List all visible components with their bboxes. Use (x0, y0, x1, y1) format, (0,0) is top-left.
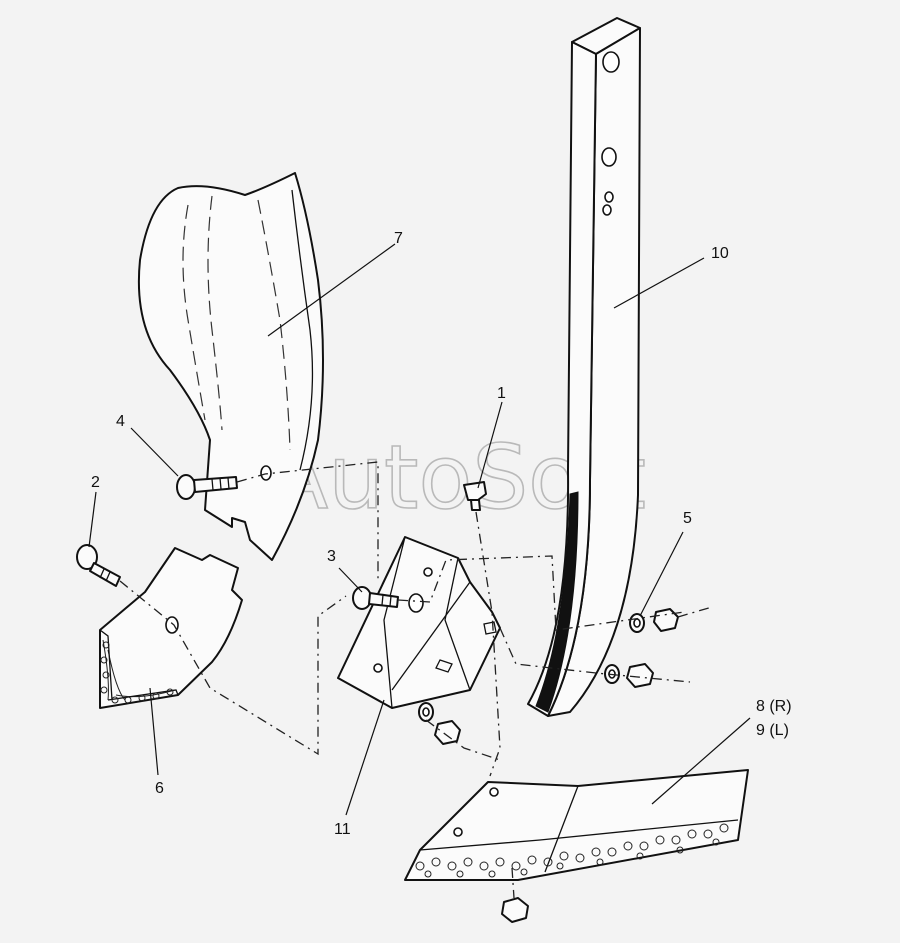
callout-labels: 1 2 3 4 5 6 7 8 (R) 9 (L) 10 11 (91, 230, 792, 838)
part-6-point (99, 547, 243, 709)
part-2-bolt (76, 544, 121, 587)
part-7-mouldboard (137, 172, 324, 561)
shank-top-hole (602, 51, 620, 73)
callout-1: 1 (497, 385, 506, 402)
callout-7: 7 (394, 230, 403, 247)
share-nut (501, 897, 529, 923)
part-4-bolt (176, 474, 238, 500)
callout-6: 6 (155, 780, 164, 797)
adapter-washer-nut (418, 702, 461, 745)
leader-lines (88, 243, 751, 816)
callout-4: 4 (116, 413, 125, 430)
shank-hole (601, 147, 617, 167)
callout-3: 3 (327, 548, 336, 565)
callout-8: 8 (R) (756, 698, 792, 715)
callout-5: 5 (683, 510, 692, 527)
part-11-adapter (337, 536, 501, 709)
part-8-9-share (404, 769, 749, 881)
assembly-lines (119, 461, 713, 899)
part-1-bolt (463, 481, 487, 511)
part-10-shank (527, 17, 641, 717)
callout-9: 9 (L) (756, 722, 789, 739)
callout-10: 10 (711, 245, 729, 262)
callout-11: 11 (334, 821, 351, 838)
callout-2: 2 (91, 474, 100, 491)
part-3-bolt (352, 586, 424, 613)
